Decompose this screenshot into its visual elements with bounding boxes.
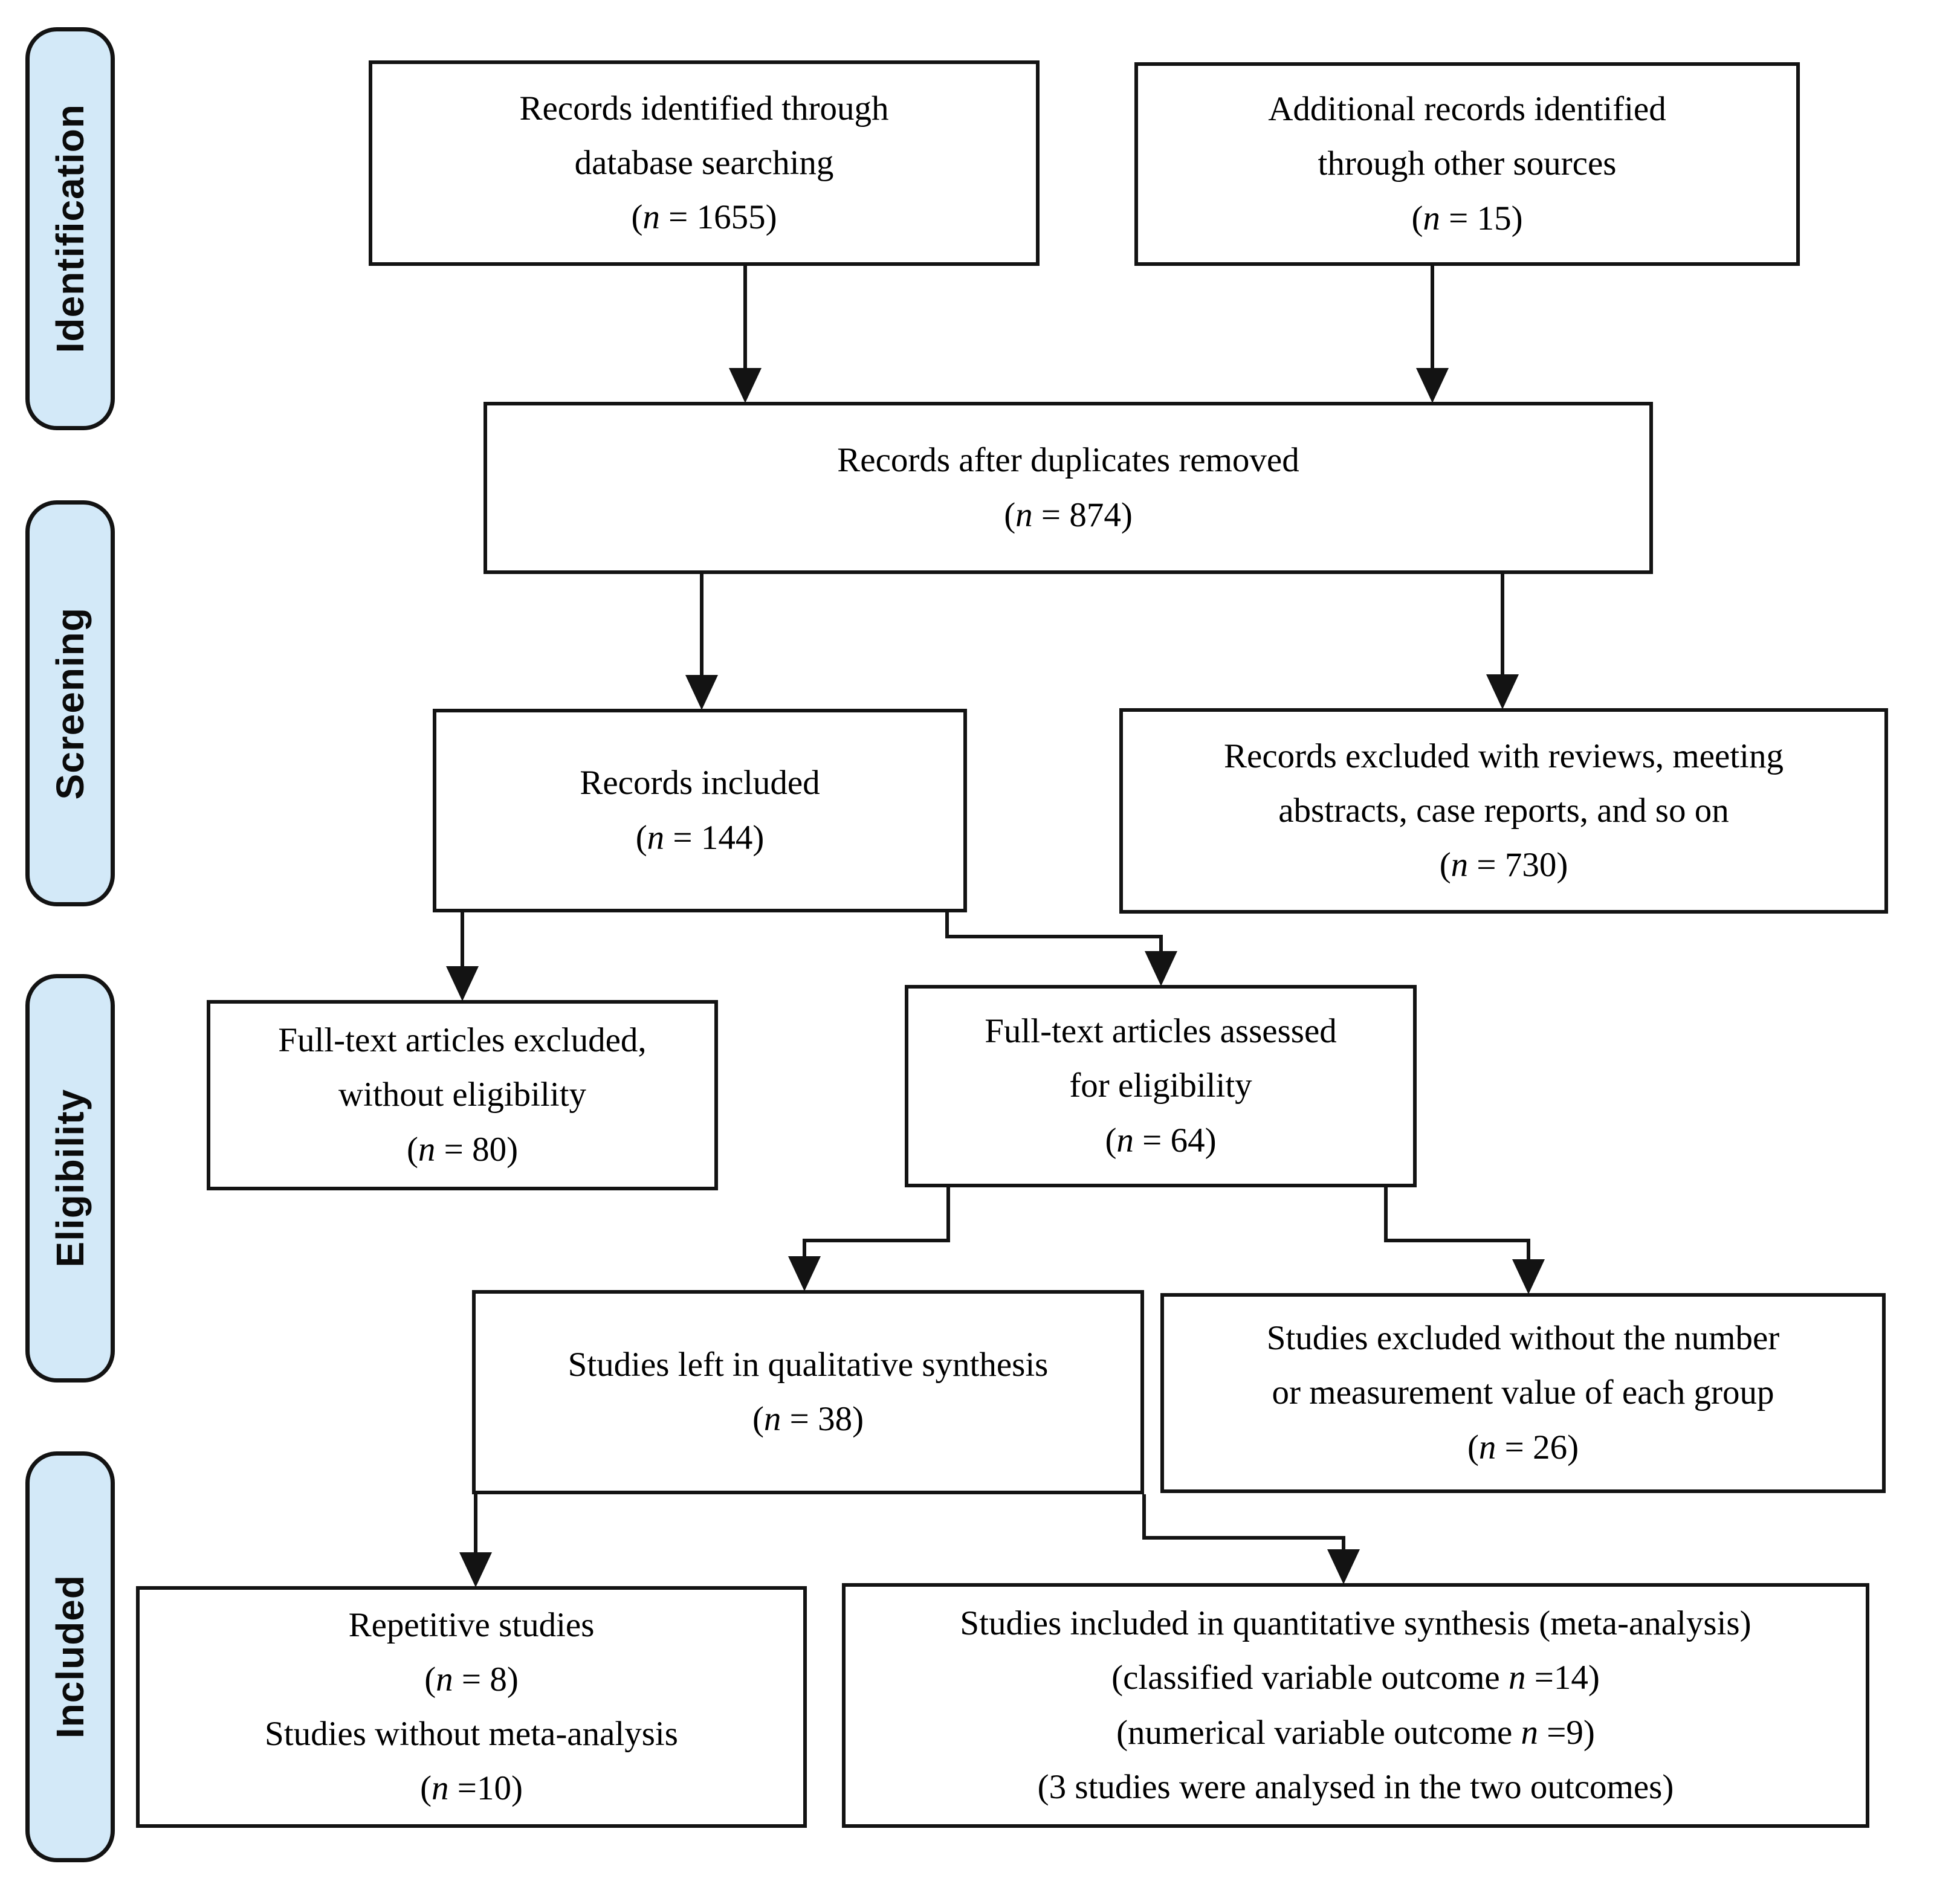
stage-eligibility-label: Eligibility [48, 1089, 92, 1268]
box-text-line: without eligibility [338, 1076, 587, 1114]
box-text-line: Additional records identified [1268, 90, 1666, 129]
arrow-assessed-to-qualitative-seg1 [946, 1187, 950, 1242]
stage-screening-label: Screening [48, 607, 92, 800]
arrow-assessed-to-group-excluded-seg1 [1384, 1187, 1388, 1242]
box-text-line: Studies without meta-analysis [265, 1715, 678, 1753]
box-text-line: (n = 730) [1439, 846, 1568, 885]
arrow-qualitative-to-repetitive-head [459, 1552, 492, 1587]
box-text-line: or measurement value of each group [1272, 1373, 1774, 1412]
box-text-line: Studies left in qualitative synthesis [568, 1345, 1049, 1384]
box-text-line: (numerical variable outcome n =9) [1116, 1713, 1595, 1752]
box-text-line: for eligibility [1069, 1066, 1252, 1105]
arrow-assessed-to-group-excluded-seg3 [1527, 1239, 1530, 1266]
arrow-duplicates-to-excluded-line [1501, 574, 1504, 677]
box-fulltext-assessed: Full-text articles assessed for eligibili… [905, 985, 1417, 1187]
box-text-line: through other sources [1318, 144, 1617, 183]
box-qualitative-synthesis: Studies left in qualitative synthesis (n … [472, 1290, 1144, 1494]
arrow-database-to-duplicates-head [729, 368, 762, 403]
arrow-included-to-fulltext-excluded-line [461, 912, 464, 970]
box-text-line: (n = 1655) [631, 198, 777, 237]
arrow-included-to-assessed-seg1 [945, 912, 949, 938]
box-text-line: (n = 144) [635, 818, 765, 857]
arrow-other-sources-to-duplicates-line [1431, 266, 1434, 372]
arrow-qualitative-to-quantitative-seg3 [1342, 1536, 1345, 1557]
stage-included-label: Included [48, 1575, 92, 1739]
box-records-database: Records identified through database searc… [369, 60, 1040, 266]
arrow-included-to-fulltext-excluded-head [446, 966, 479, 1001]
box-text-line: Full-text articles assessed [985, 1012, 1337, 1051]
box-text-line: Repetitive studies [348, 1605, 595, 1644]
box-excluded-no-group-values: Studies excluded without the number or me… [1160, 1293, 1886, 1493]
arrow-assessed-to-qualitative-seg2 [803, 1239, 950, 1242]
box-text-line: (3 studies were analysed in the two outc… [1037, 1767, 1674, 1806]
arrow-qualitative-to-repetitive-line [474, 1494, 477, 1555]
arrow-qualitative-to-quantitative-seg1 [1142, 1494, 1146, 1540]
stage-included: Included [25, 1451, 115, 1862]
stage-identification-label: Identification [48, 104, 92, 353]
stage-identification: Identification [25, 27, 115, 430]
arrow-database-to-duplicates-line [743, 266, 747, 372]
box-repetitive-studies: Repetitive studies (n = 8) Studies without… [136, 1586, 807, 1828]
arrow-duplicates-to-included-head [685, 675, 718, 710]
box-text-line: Full-text articles excluded, [278, 1021, 647, 1060]
box-text-line: (n = 80) [406, 1130, 519, 1169]
box-text-line: (n =10) [420, 1769, 523, 1808]
arrow-assessed-to-qualitative-seg3 [803, 1239, 806, 1263]
box-text-line: (n = 15) [1411, 199, 1523, 237]
box-text-line: Studies included in quantitative synthes… [960, 1604, 1751, 1643]
arrow-assessed-to-qualitative-head [788, 1256, 821, 1291]
stage-screening: Screening [25, 500, 115, 906]
box-text-line: (n = 874) [1004, 495, 1133, 534]
box-text-line: Records excluded with reviews, meeting [1224, 737, 1784, 775]
box-quantitative-synthesis: Studies included in quantitative synthes… [842, 1583, 1869, 1828]
box-text-line: Records included [580, 764, 820, 802]
box-records-other-sources: Additional records identified through oth… [1134, 62, 1800, 266]
arrow-qualitative-to-quantitative-head [1327, 1549, 1360, 1584]
arrow-duplicates-to-included-line [700, 574, 703, 677]
box-text-line: abstracts, case reports, and so on [1278, 791, 1729, 830]
box-text-line: database searching [574, 143, 834, 182]
box-records-excluded: Records excluded with reviews, meeting ab… [1119, 708, 1888, 914]
arrow-included-to-assessed-seg3 [1159, 935, 1163, 959]
box-fulltext-excluded: Full-text articles excluded, without elig… [207, 1000, 718, 1190]
stage-eligibility: Eligibility [25, 974, 115, 1383]
box-text-line: Records after duplicates removed [837, 441, 1299, 480]
arrow-included-to-assessed-head [1145, 951, 1177, 986]
box-text-line: (n = 26) [1467, 1428, 1579, 1466]
box-text-line: (classified variable outcome n =14) [1111, 1659, 1600, 1697]
box-duplicates-removed: Records after duplicates removed (n = 874… [484, 402, 1653, 574]
arrow-duplicates-to-excluded-head [1486, 674, 1519, 709]
arrow-other-sources-to-duplicates-head [1416, 368, 1449, 403]
arrow-assessed-to-group-excluded-seg2 [1384, 1239, 1530, 1242]
arrow-included-to-assessed-seg2 [945, 935, 1163, 938]
arrow-qualitative-to-quantitative-seg2 [1142, 1536, 1345, 1540]
box-text-line: (n = 38) [752, 1400, 864, 1438]
box-text-line: (n = 64) [1105, 1121, 1217, 1160]
box-text-line: Records identified through [519, 89, 889, 127]
arrow-assessed-to-group-excluded-head [1512, 1259, 1545, 1294]
box-text-line: Studies excluded without the number [1266, 1319, 1780, 1358]
box-text-line: (n = 8) [424, 1660, 519, 1699]
box-records-included: Records included (n = 144) [433, 709, 967, 912]
